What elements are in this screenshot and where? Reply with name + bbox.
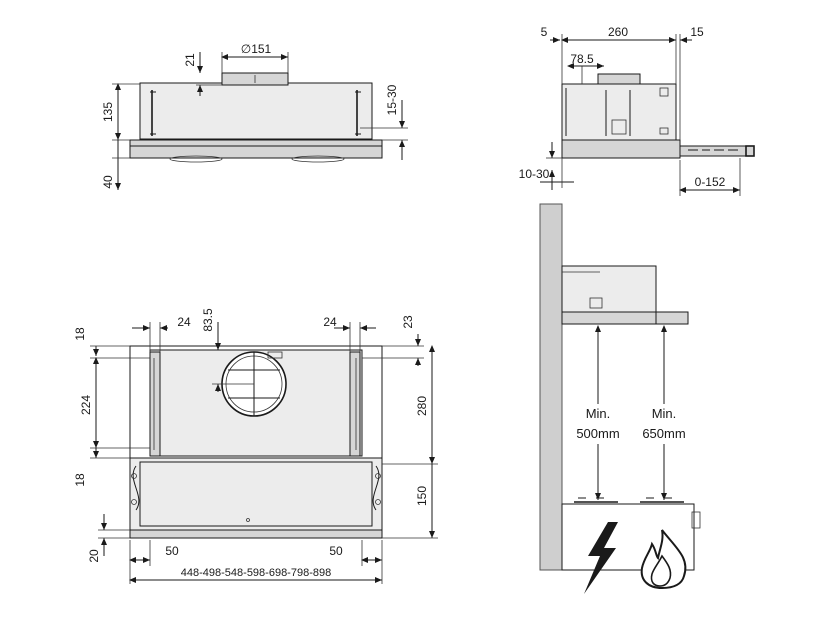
front-view: 135 40 21 ∅151 15-30 — [101, 42, 408, 190]
hood-body-front — [139, 82, 373, 140]
visor-plan — [129, 457, 383, 531]
plan-view: 18 224 18 20 24 83.5 24 — [73, 308, 438, 584]
dim-diameter-151: ∅151 — [241, 42, 272, 56]
dim-23: 23 — [401, 315, 415, 329]
visor-front — [129, 139, 383, 159]
lightning-icon — [584, 522, 618, 594]
dim-24-right: 24 — [323, 315, 337, 329]
dim-280: 280 — [415, 396, 429, 416]
dim-24-left: 24 — [177, 315, 191, 329]
wall — [539, 203, 563, 571]
dim-78-5: 78.5 — [570, 52, 594, 66]
side-view: 260 5 15 78.5 10-30 0-152 — [519, 25, 755, 196]
dim-15-30: 15-30 — [385, 84, 399, 115]
dim-widths: 448-498-548-598-698-798-898 — [181, 567, 331, 579]
min-500-line1: Min. — [586, 406, 611, 421]
dim-150: 150 — [415, 486, 429, 506]
dim-10-30: 10-30 — [519, 167, 550, 181]
dim-260: 260 — [608, 25, 628, 39]
dim-0-152: 0-152 — [695, 175, 726, 189]
dim-50-left: 50 — [165, 544, 179, 558]
hood-install — [561, 311, 689, 325]
dim-5: 5 — [541, 25, 548, 39]
hood-body-side — [561, 83, 677, 141]
dim-135: 135 — [101, 102, 115, 122]
dim-21: 21 — [183, 53, 197, 67]
dim-50-right: 50 — [329, 544, 343, 558]
dim-20: 20 — [87, 549, 101, 563]
min-650-line1: Min. — [652, 406, 677, 421]
dim-18-bottom: 18 — [73, 473, 87, 487]
dim-224: 224 — [79, 395, 93, 415]
dim-15: 15 — [690, 25, 704, 39]
install-view: Min. 500mm Min. 650mm — [539, 203, 701, 594]
min-500-line2: 500mm — [576, 426, 619, 441]
dim-18-top: 18 — [73, 327, 87, 341]
dim-83-5: 83.5 — [201, 308, 215, 332]
extended-drawer — [679, 145, 755, 157]
min-650-line2: 650mm — [642, 426, 685, 441]
dim-40: 40 — [101, 175, 115, 189]
